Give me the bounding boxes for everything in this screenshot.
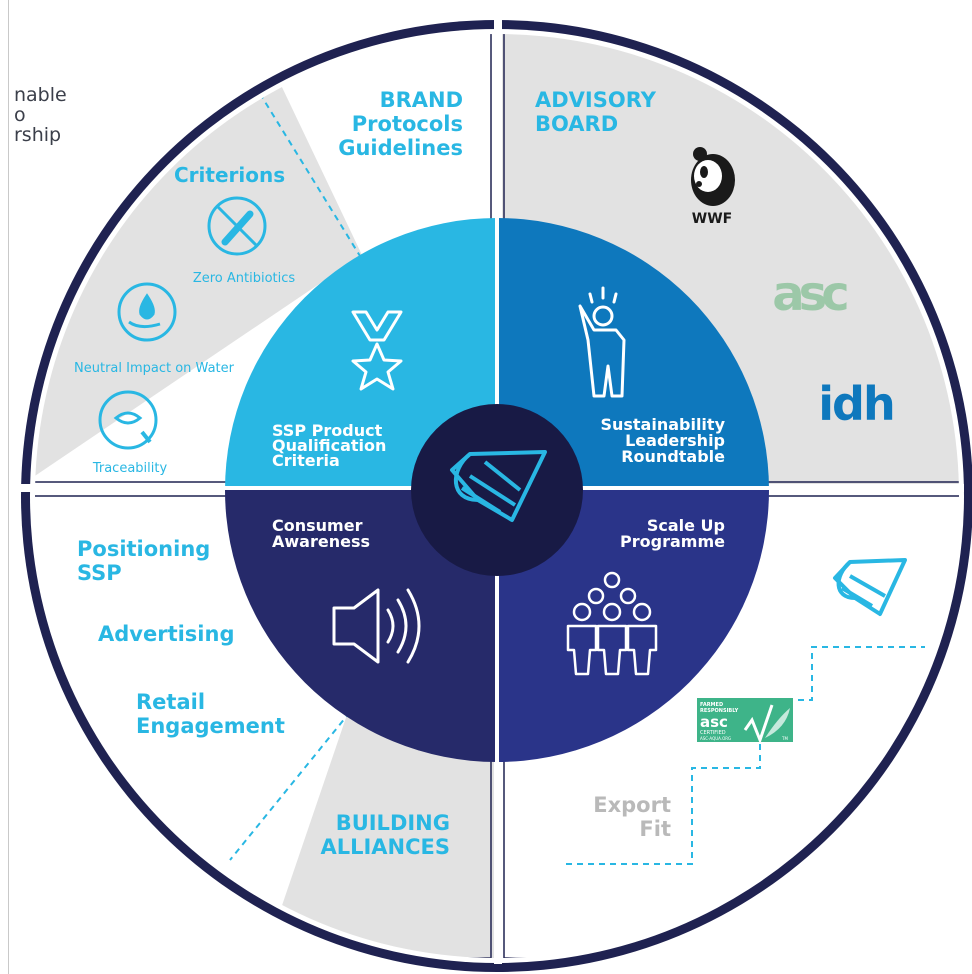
q4-line-2: Programme xyxy=(620,532,725,551)
medal-star-icon xyxy=(351,310,403,391)
asc-logo-text: asc xyxy=(772,266,847,322)
cropped-text-1: nable xyxy=(14,84,67,106)
q2-line-2: Leadership xyxy=(625,431,725,450)
criterion-label-3: Traceability xyxy=(92,461,168,476)
water-drop-hand-icon xyxy=(117,282,177,342)
export-line-1: Export xyxy=(593,793,671,817)
export-line-2: Fit xyxy=(639,817,671,841)
retail-line-2: Engagement xyxy=(136,714,285,738)
ssp-logo-small-icon xyxy=(833,558,907,616)
fish-magnifier-icon xyxy=(98,390,158,450)
alliances-panel xyxy=(260,700,495,958)
svg-text:TM: TM xyxy=(781,736,788,741)
q1-line-1: SSP Product xyxy=(272,421,383,440)
left-edge-line xyxy=(8,0,9,974)
q1-line-2: Qualification xyxy=(272,436,386,455)
criterions-title: Criterions xyxy=(174,163,285,187)
people-group-icon xyxy=(566,571,658,676)
wwf-logo-text: WWF xyxy=(692,211,732,227)
idh-logo-text: idh xyxy=(818,377,893,431)
alliances-line-1: BUILDING xyxy=(336,811,450,835)
svg-text:RESPONSIBLY: RESPONSIBLY xyxy=(700,708,739,714)
center-hub xyxy=(411,404,583,576)
q1-line-3: Criteria xyxy=(272,451,340,470)
svg-text:FARMED: FARMED xyxy=(700,702,723,708)
asc-certified-badge: FARMED RESPONSIBLY asc CERTIFIED ASC-AQU… xyxy=(697,698,793,745)
criterion-label-1: Zero Antibiotics xyxy=(193,271,296,286)
advertising-label: Advertising xyxy=(98,622,235,646)
brand-heading-line-3: Guidelines xyxy=(338,136,463,160)
svg-text:asc: asc xyxy=(700,713,728,731)
cropped-text-2: o xyxy=(14,104,26,126)
q3-line-1: Consumer xyxy=(272,516,363,535)
cropped-text-3: rship xyxy=(14,124,62,146)
speaker-icon xyxy=(332,588,421,664)
raised-hand-person-icon xyxy=(578,286,626,398)
no-pills-icon xyxy=(207,196,267,256)
q2-line-1: Sustainability xyxy=(600,415,725,434)
brand-heading-line-1: BRAND xyxy=(380,88,463,112)
positioning-line-1: Positioning xyxy=(77,537,210,561)
advisory-heading-line-2: BOARD xyxy=(535,112,618,136)
panda-icon xyxy=(691,147,735,206)
alliances-line-2: ALLIANCES xyxy=(320,835,450,859)
ssp-logo-icon xyxy=(450,450,547,522)
svg-text:ASC-AQUA.ORG: ASC-AQUA.ORG xyxy=(700,736,731,741)
brand-heading-line-2: Protocols xyxy=(352,112,463,136)
criterion-label-2: Neutral Impact on Water xyxy=(74,361,235,376)
svg-text:CERTIFIED: CERTIFIED xyxy=(700,730,726,736)
retail-line-1: Retail xyxy=(136,690,205,714)
q2-line-3: Roundtable xyxy=(621,447,725,466)
q4-line-1: Scale Up xyxy=(647,516,725,535)
q3-line-2: Awareness xyxy=(272,532,370,551)
positioning-line-2: SSP xyxy=(77,561,122,585)
advisory-heading-line-1: ADVISORY xyxy=(535,88,657,112)
